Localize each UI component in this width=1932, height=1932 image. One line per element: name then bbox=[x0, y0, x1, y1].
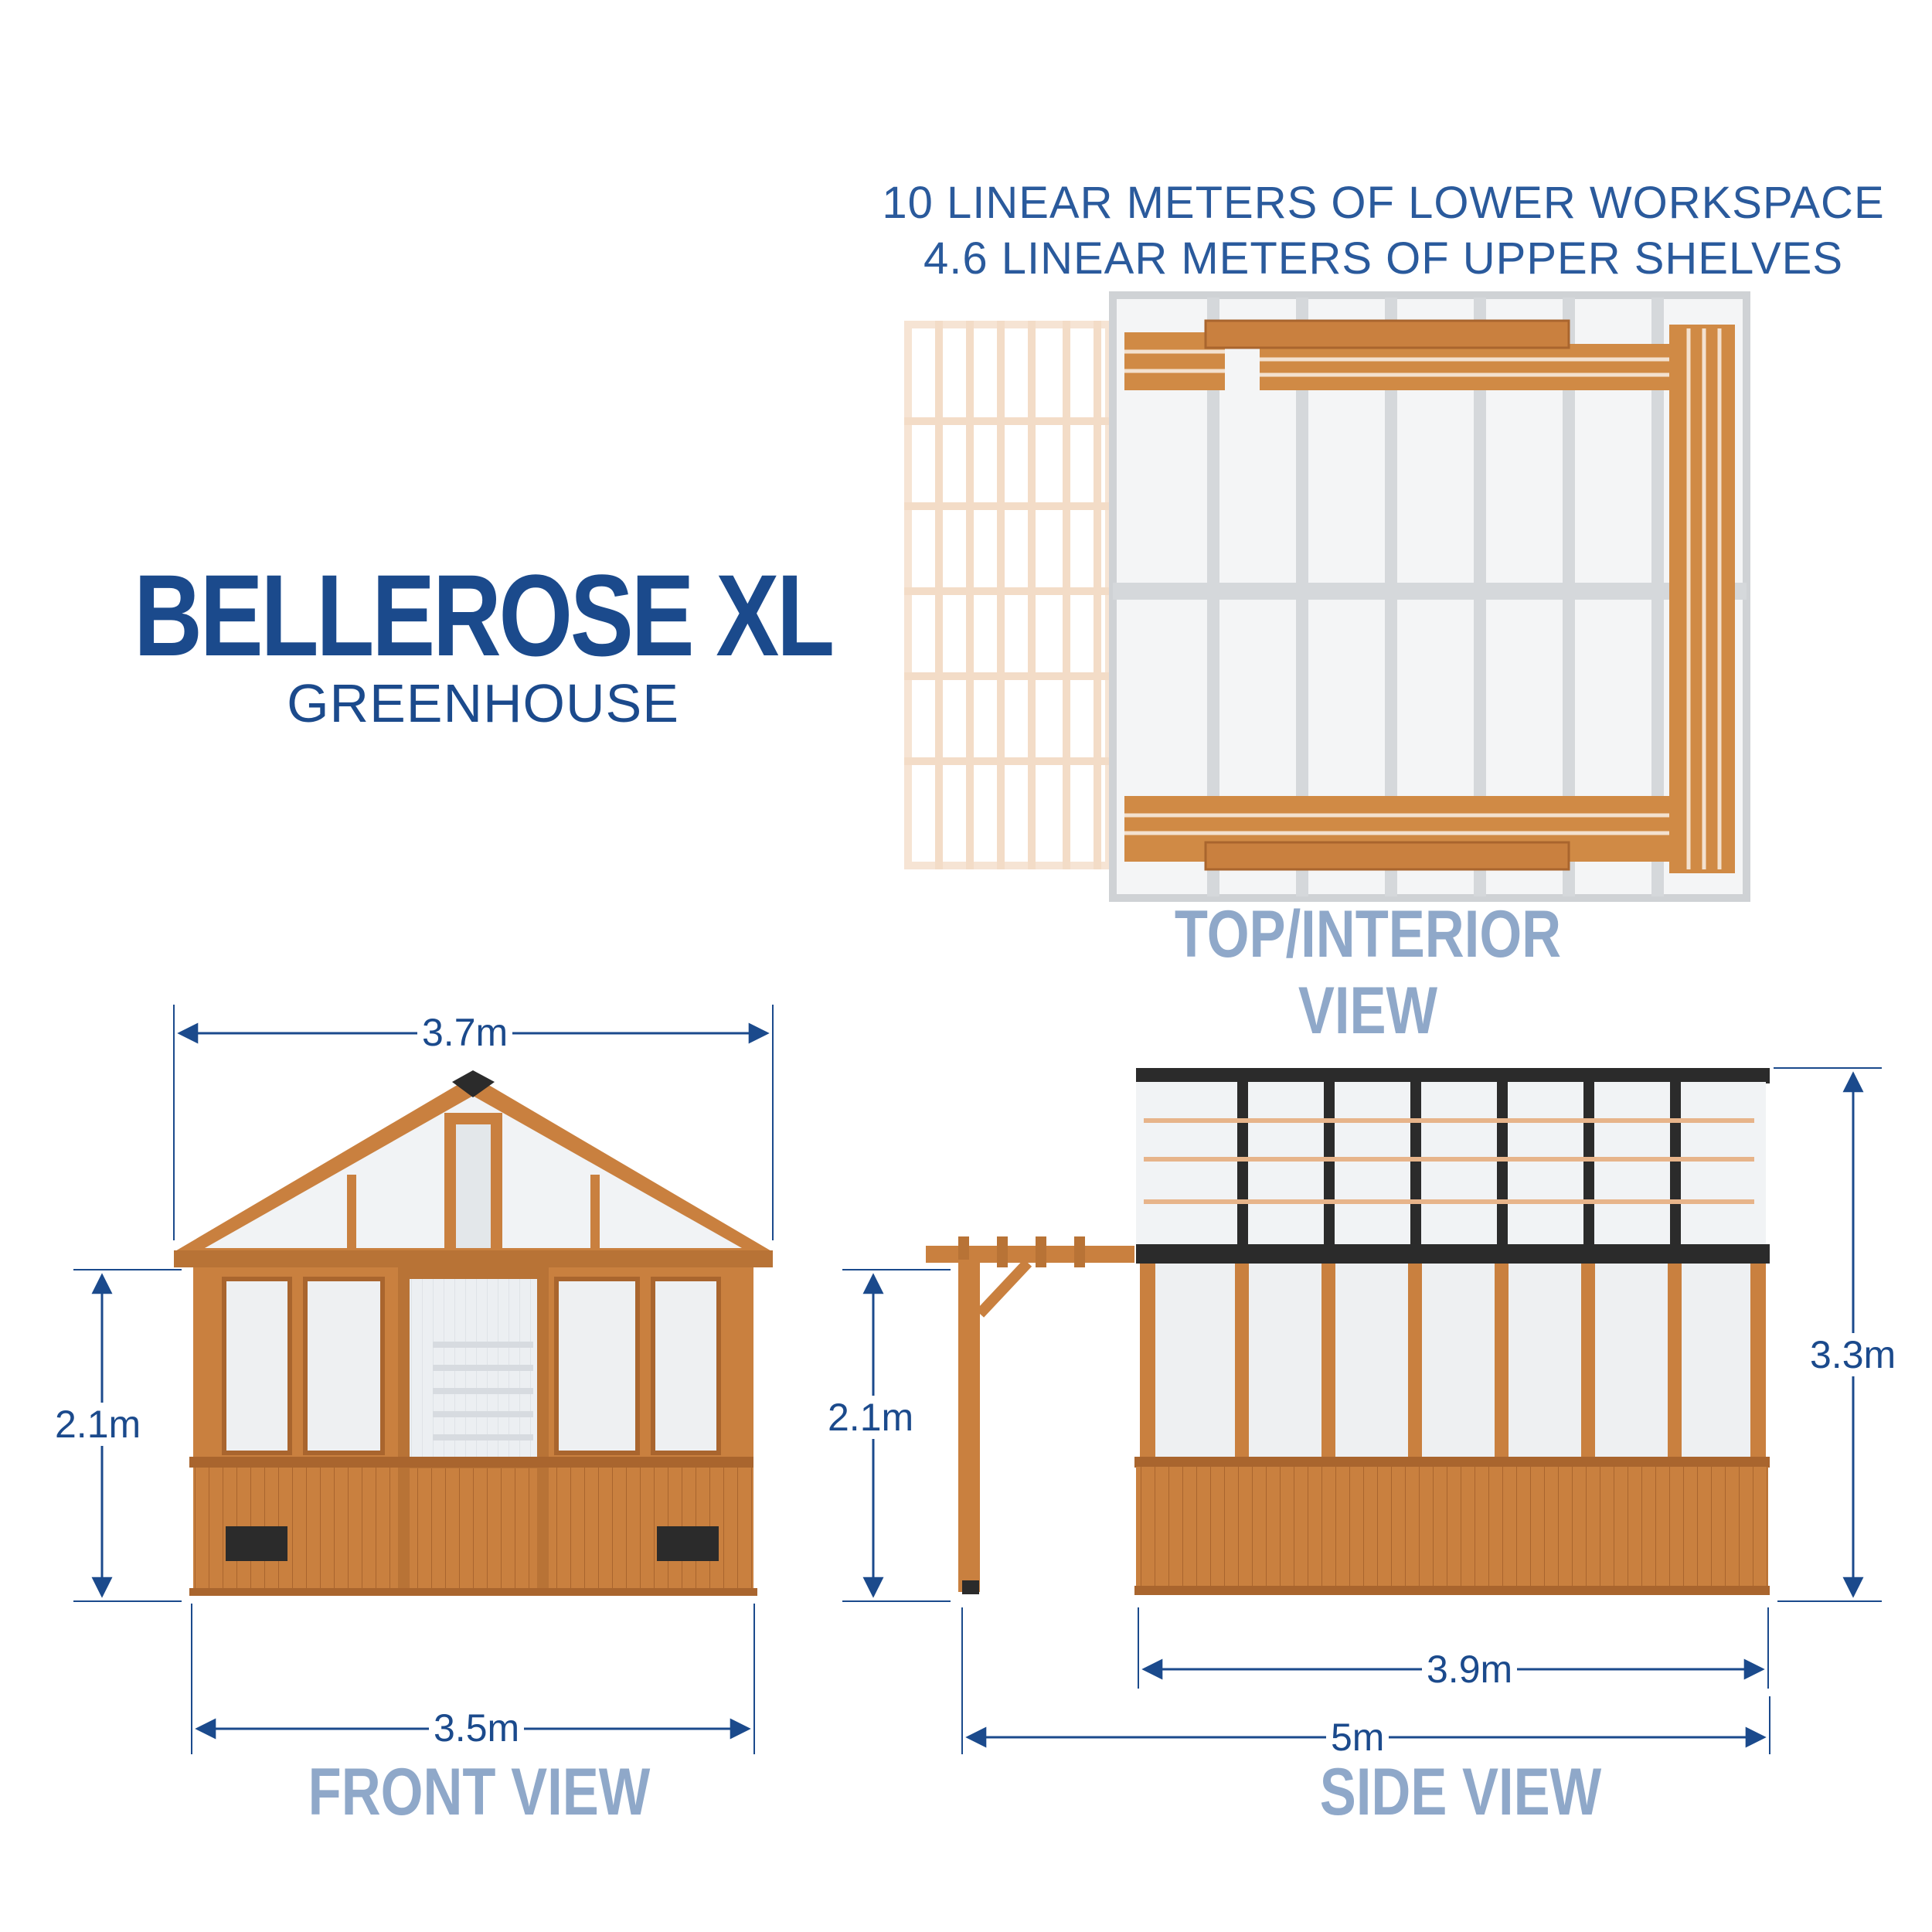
side-pergola-height-label: 2.1m bbox=[823, 1396, 919, 1439]
front-view bbox=[174, 1070, 773, 1596]
top-interior-view bbox=[904, 291, 1750, 902]
side-pergola bbox=[926, 1236, 1134, 1594]
side-total-length-label: 5m bbox=[1326, 1716, 1389, 1759]
front-view-label: FRONT VIEW bbox=[308, 1755, 651, 1829]
side-total-height-label: 3.3m bbox=[1805, 1333, 1901, 1376]
top-bench-right bbox=[1669, 325, 1735, 873]
top-bench-lower bbox=[1124, 796, 1669, 871]
front-roof-width-label: 3.7m bbox=[417, 1011, 513, 1054]
upper-shelves-note: 4.6 LINEAR METERS OF UPPER SHELVES bbox=[923, 233, 1844, 284]
front-base-width-label: 3.5m bbox=[429, 1706, 525, 1750]
product-subtitle: GREENHOUSE bbox=[287, 673, 679, 733]
product-title: BELLEROSE XL bbox=[134, 550, 835, 680]
side-roof bbox=[1136, 1068, 1770, 1083]
side-view-label: SIDE VIEW bbox=[1319, 1755, 1602, 1829]
side-body-length-label: 3.9m bbox=[1422, 1648, 1518, 1691]
top-bench-upper bbox=[1124, 319, 1677, 390]
side-view bbox=[926, 1068, 1770, 1595]
top-view-label: TOP/INTERIOR VIEW bbox=[1174, 897, 1562, 1048]
lower-workspace-note: 10 LINEAR METERS OF LOWER WORKSPACE bbox=[882, 178, 1885, 228]
top-pergola bbox=[904, 321, 1113, 869]
front-wall-height-label: 2.1m bbox=[50, 1403, 146, 1446]
